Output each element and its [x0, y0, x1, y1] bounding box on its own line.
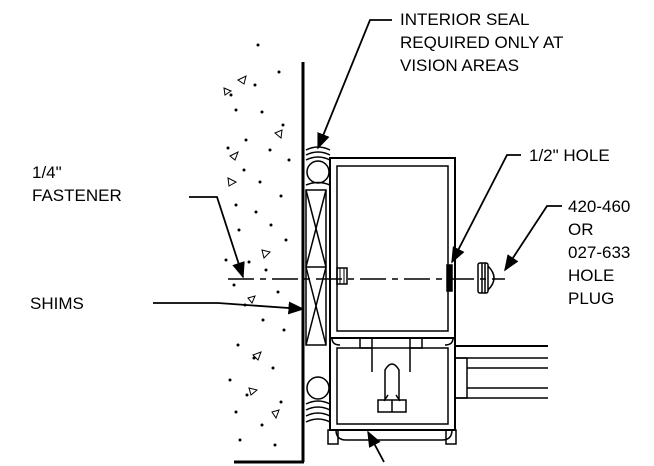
shims-note: SHIMS — [30, 292, 84, 315]
glazing-infill — [454, 338, 548, 399]
hole-plug-line-1: 420-460 — [568, 197, 631, 216]
concrete-stipple — [223, 43, 291, 447]
hole-plug-line-4: HOLE — [568, 266, 615, 285]
interior-seal-line-2: REQUIRED ONLY AT — [400, 33, 564, 52]
fastener-note: 1/4" FASTENER — [32, 161, 122, 207]
interior-seal-line-3: VISION AREAS — [400, 56, 520, 75]
fastener-line-2: FASTENER — [32, 186, 122, 205]
interior-seal-line-1: INTERIOR SEAL — [400, 10, 530, 29]
hole-plug-line-5: PLUG — [568, 289, 615, 308]
half-inch-hole-note: 1/2" HOLE — [529, 144, 610, 167]
wall-face — [234, 62, 305, 464]
shims-text: SHIMS — [30, 294, 84, 313]
upper-seal-joint — [305, 146, 331, 186]
fastener-line-1: 1/4" — [32, 163, 62, 182]
interior-seal-note: INTERIOR SEAL REQUIRED ONLY AT VISION AR… — [400, 8, 563, 77]
leader-lines — [153, 19, 562, 463]
shim-stack — [305, 189, 327, 346]
hole-plug-note: 420-460 OR 027-633 HOLE PLUG — [568, 195, 630, 310]
hole-plug-line-3: 027-633 — [568, 243, 631, 262]
half-inch-hole-text: 1/2" HOLE — [529, 146, 610, 165]
hole-plug-line-2: OR — [568, 220, 594, 239]
hole-plug-icon — [446, 262, 495, 294]
frame-profile — [327, 157, 457, 445]
lower-seal-joint — [305, 376, 331, 423]
